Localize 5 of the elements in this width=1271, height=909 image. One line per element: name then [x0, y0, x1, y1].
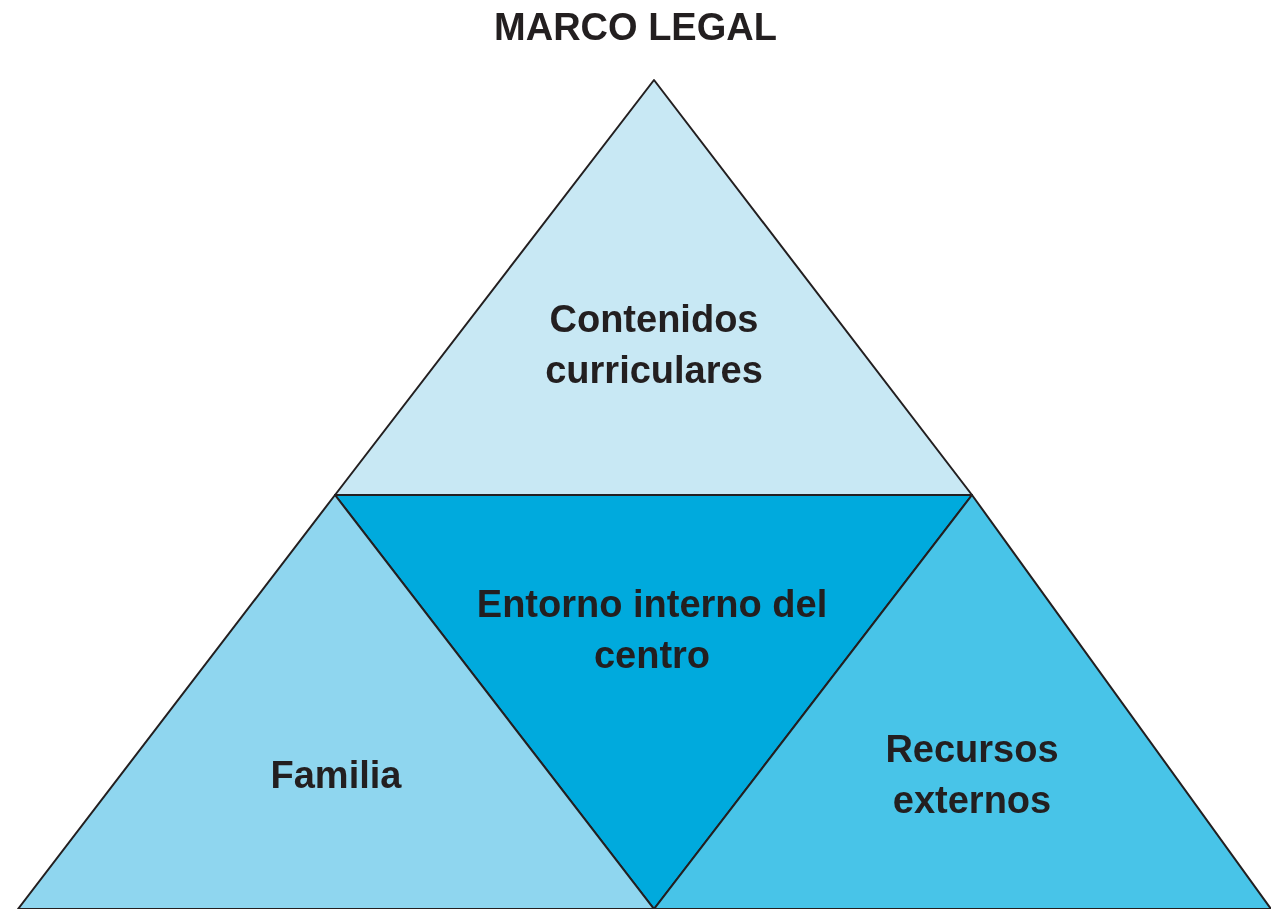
segment-label: Recursos externos	[884, 727, 1060, 823]
diagram-title: MARCO LEGAL	[494, 6, 777, 49]
segment-label: Familia	[269, 752, 403, 798]
segment-label: Contenidos curriculares	[544, 297, 764, 393]
segment-label: Entorno interno del centro	[475, 582, 829, 678]
